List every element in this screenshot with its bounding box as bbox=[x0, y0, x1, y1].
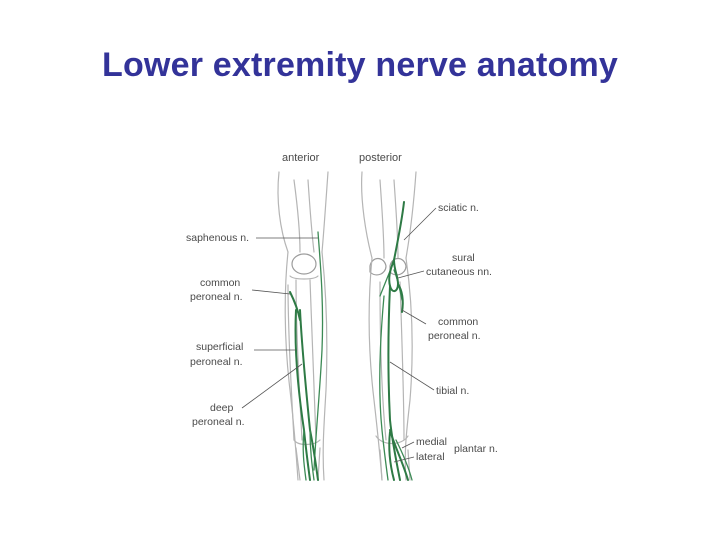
label-common-peroneal-1: common bbox=[200, 277, 240, 289]
label-common-peroneal-posterior-2: peroneal n. bbox=[428, 330, 481, 342]
label-deep-peroneal-2: peroneal n. bbox=[192, 416, 245, 428]
label-superficial-peroneal-1: superficial bbox=[196, 341, 243, 353]
label-sural-1: sural bbox=[452, 252, 475, 264]
posterior-nerves bbox=[379, 201, 413, 481]
saphenous-nerve-anterior bbox=[313, 231, 324, 471]
label-medial: medial bbox=[416, 436, 447, 448]
label-sciatic: sciatic n. bbox=[438, 202, 479, 214]
anterior-nerves bbox=[289, 231, 324, 481]
label-tibial: tibial n. bbox=[436, 385, 469, 397]
posterior-view-label: posterior bbox=[359, 152, 402, 164]
nerve-anatomy-diagram: anterior posterior bbox=[176, 140, 516, 485]
superficial-peroneal-nerve bbox=[294, 309, 311, 481]
label-common-peroneal-posterior-1: common bbox=[438, 316, 478, 328]
sciatic-nerve bbox=[393, 201, 405, 261]
common-peroneal-nerve-posterior bbox=[397, 283, 404, 313]
lateral-plantar-nerve bbox=[388, 431, 395, 481]
slide-title: Lower extremity nerve anatomy bbox=[102, 46, 618, 84]
label-superficial-peroneal-2: peroneal n. bbox=[190, 356, 243, 368]
tibial-nerve bbox=[387, 285, 401, 481]
left-labels: saphenous n. common peroneal n. superfic… bbox=[186, 232, 318, 428]
anterior-view-label: anterior bbox=[282, 152, 320, 164]
deep-peroneal-nerve bbox=[299, 309, 319, 481]
anterior-leg-outline bbox=[277, 171, 329, 481]
label-common-peroneal-2: peroneal n. bbox=[190, 291, 243, 303]
label-deep-peroneal-1: deep bbox=[210, 402, 234, 414]
leg-illustration: anterior posterior bbox=[186, 152, 498, 481]
label-lateral: lateral bbox=[416, 451, 445, 463]
medial-plantar-nerve bbox=[389, 429, 409, 481]
label-sural-2: cutaneous nn. bbox=[426, 266, 492, 278]
label-plantar: plantar n. bbox=[454, 443, 498, 455]
label-saphenous: saphenous n. bbox=[186, 232, 249, 244]
right-labels: sciatic n. sural cutaneous nn. common pe… bbox=[389, 202, 498, 463]
